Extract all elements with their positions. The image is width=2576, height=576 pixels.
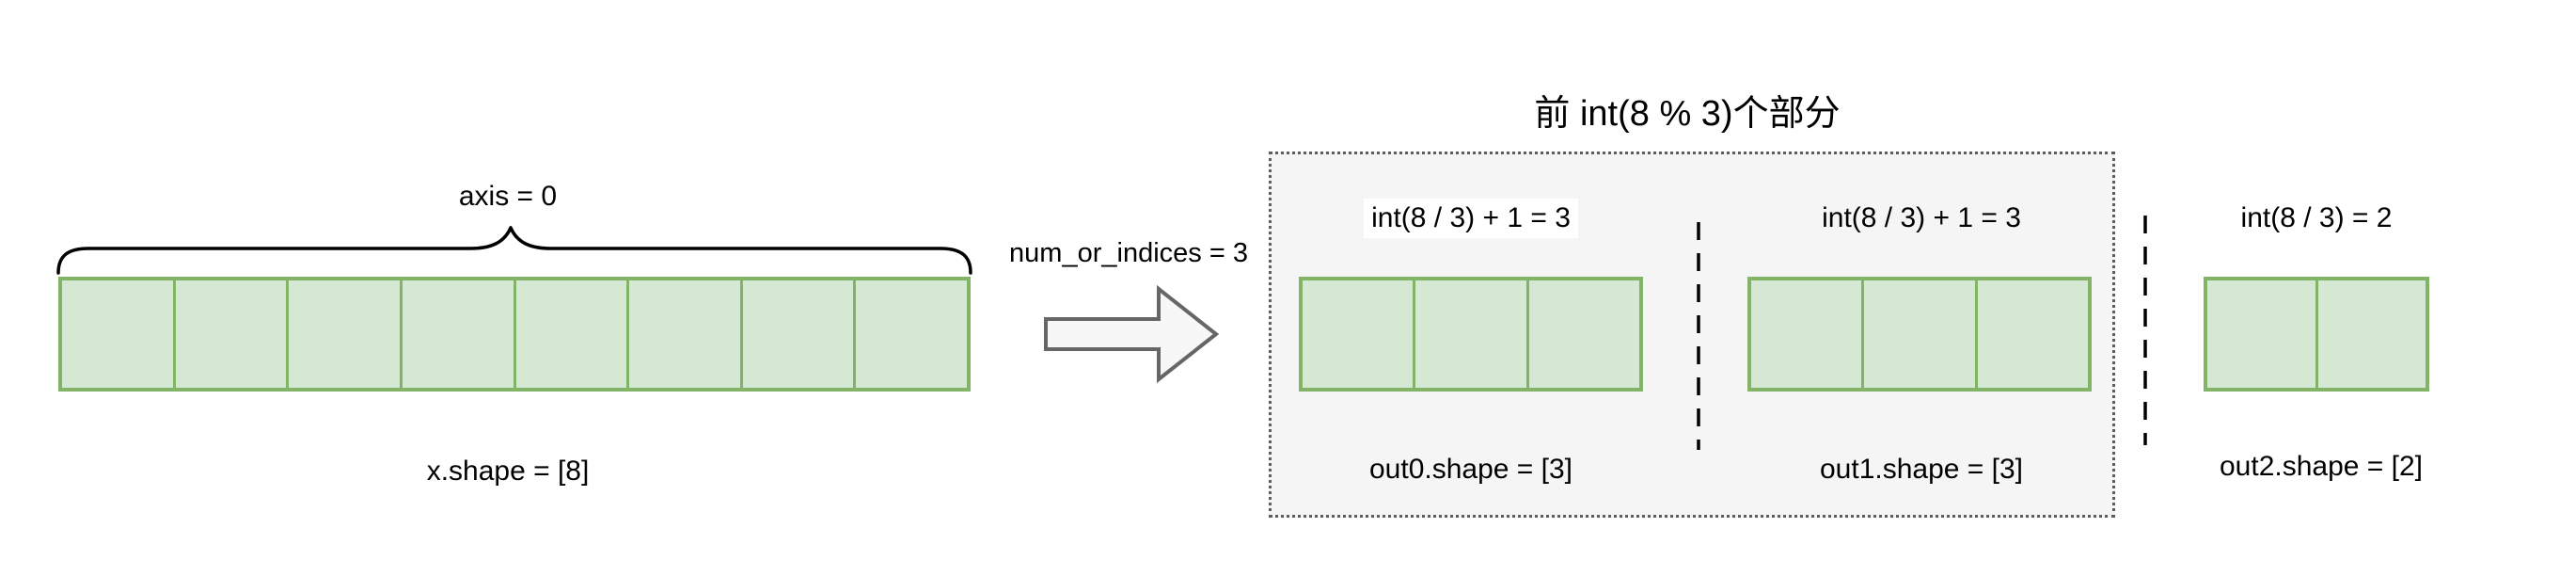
array-cell [1529, 280, 1639, 388]
out1-formula-text: int(8 / 3) + 1 = 3 [1822, 202, 2021, 233]
array-cell [1303, 280, 1416, 388]
out0-shape-label: out0.shape = [3] [1330, 450, 1612, 489]
array-cell [403, 280, 516, 388]
out0-array-cells [1299, 277, 1643, 392]
array-cell [1864, 280, 1978, 388]
out2-array-cells [2204, 277, 2429, 392]
split-arrow-label: num_or_indices = 3 [988, 233, 1270, 273]
front-parts-title-text: 前 int(8 % 3)个部分 [1534, 94, 1841, 134]
array-cell [629, 280, 743, 388]
out1-shape-label: out1.shape = [3] [1780, 450, 2062, 489]
array-cell [176, 280, 290, 388]
array-cell [1415, 280, 1529, 388]
input-shape-text: x.shape = [8] [426, 456, 590, 487]
array-cell [2318, 280, 2426, 388]
axis-brace [56, 226, 972, 275]
out0-formula-text: int(8 / 3) + 1 = 3 [1364, 199, 1578, 238]
array-cell [1978, 280, 2088, 388]
out0-size-formula: int(8 / 3) + 1 = 3 [1330, 199, 1612, 238]
array-cell [2207, 280, 2318, 388]
out2-formula-text: int(8 / 3) = 2 [2233, 199, 2400, 238]
array-cell [289, 280, 403, 388]
input-shape-label: x.shape = [8] [367, 452, 649, 491]
out1-size-formula: int(8 / 3) + 1 = 3 [1780, 199, 2062, 238]
out1-shape-text: out1.shape = [3] [1819, 454, 2023, 485]
out0-shape-text: out0.shape = [3] [1368, 454, 1572, 485]
split-arrow-text: num_or_indices = 3 [1009, 238, 1248, 268]
axis-label: axis = 0 [367, 177, 649, 216]
array-cell [1751, 280, 1865, 388]
front-parts-title: 前 int(8 % 3)个部分 [1405, 90, 1969, 137]
array-cell [856, 280, 967, 388]
axis-label-text: axis = 0 [458, 181, 558, 212]
array-cell [516, 280, 630, 388]
out2-shape-label: out2.shape = [2] [2180, 447, 2462, 487]
out2-shape-text: out2.shape = [2] [2219, 451, 2423, 482]
input-array-cells [58, 277, 971, 392]
array-cell [62, 280, 176, 388]
out1-array-cells [1747, 277, 2092, 392]
split-arrow-icon [1044, 284, 1220, 384]
array-cell [743, 280, 857, 388]
out2-size-formula: int(8 / 3) = 2 [2175, 199, 2457, 238]
